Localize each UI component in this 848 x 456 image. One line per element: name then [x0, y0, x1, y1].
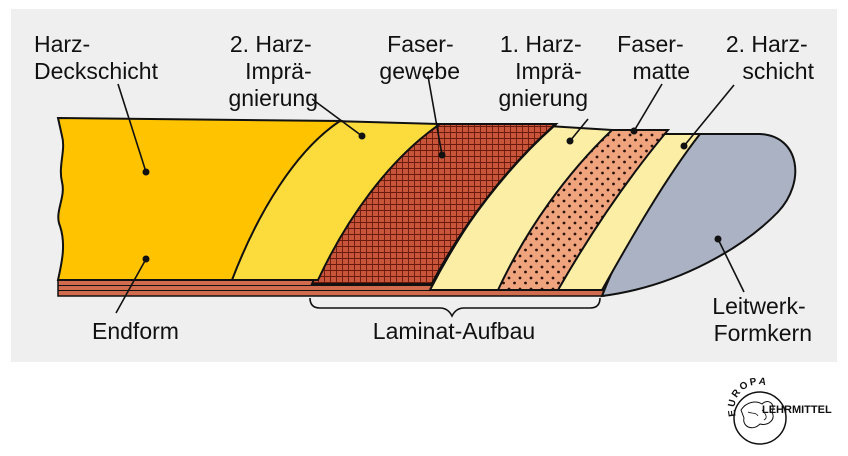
label-harzschicht-2: 2. Harz- schicht: [726, 31, 815, 84]
logo-lehrmittel-text: LEHRMITTEL: [762, 404, 832, 416]
label-fasermatte: Faser- matte: [617, 31, 690, 84]
label-endform: Endform: [92, 318, 179, 344]
label-harz-deckschicht: Harz- Deckschicht: [34, 31, 159, 84]
leader-dots: [142, 127, 722, 263]
laminat-aufbau-brace: [309, 297, 601, 318]
label-harz-impraegnierung-2: 2. Harz- Imprä- gnierung: [228, 31, 318, 111]
europa-lehrmittel-logo: EUROPA LEHRMITTEL: [726, 376, 832, 445]
harz-deckschicht-layer: [56, 116, 344, 281]
label-fasergewebe: Faser- gewebe: [379, 31, 460, 84]
label-laminat-aufbau: Laminat-Aufbau: [373, 318, 535, 344]
leader-lines: [115, 75, 745, 314]
label-leitwerk-formkern: Leitwerk- Formkern: [712, 293, 812, 346]
label-harz-impraegnierung-1: 1. Harz- Imprä- gnierung: [498, 31, 588, 111]
